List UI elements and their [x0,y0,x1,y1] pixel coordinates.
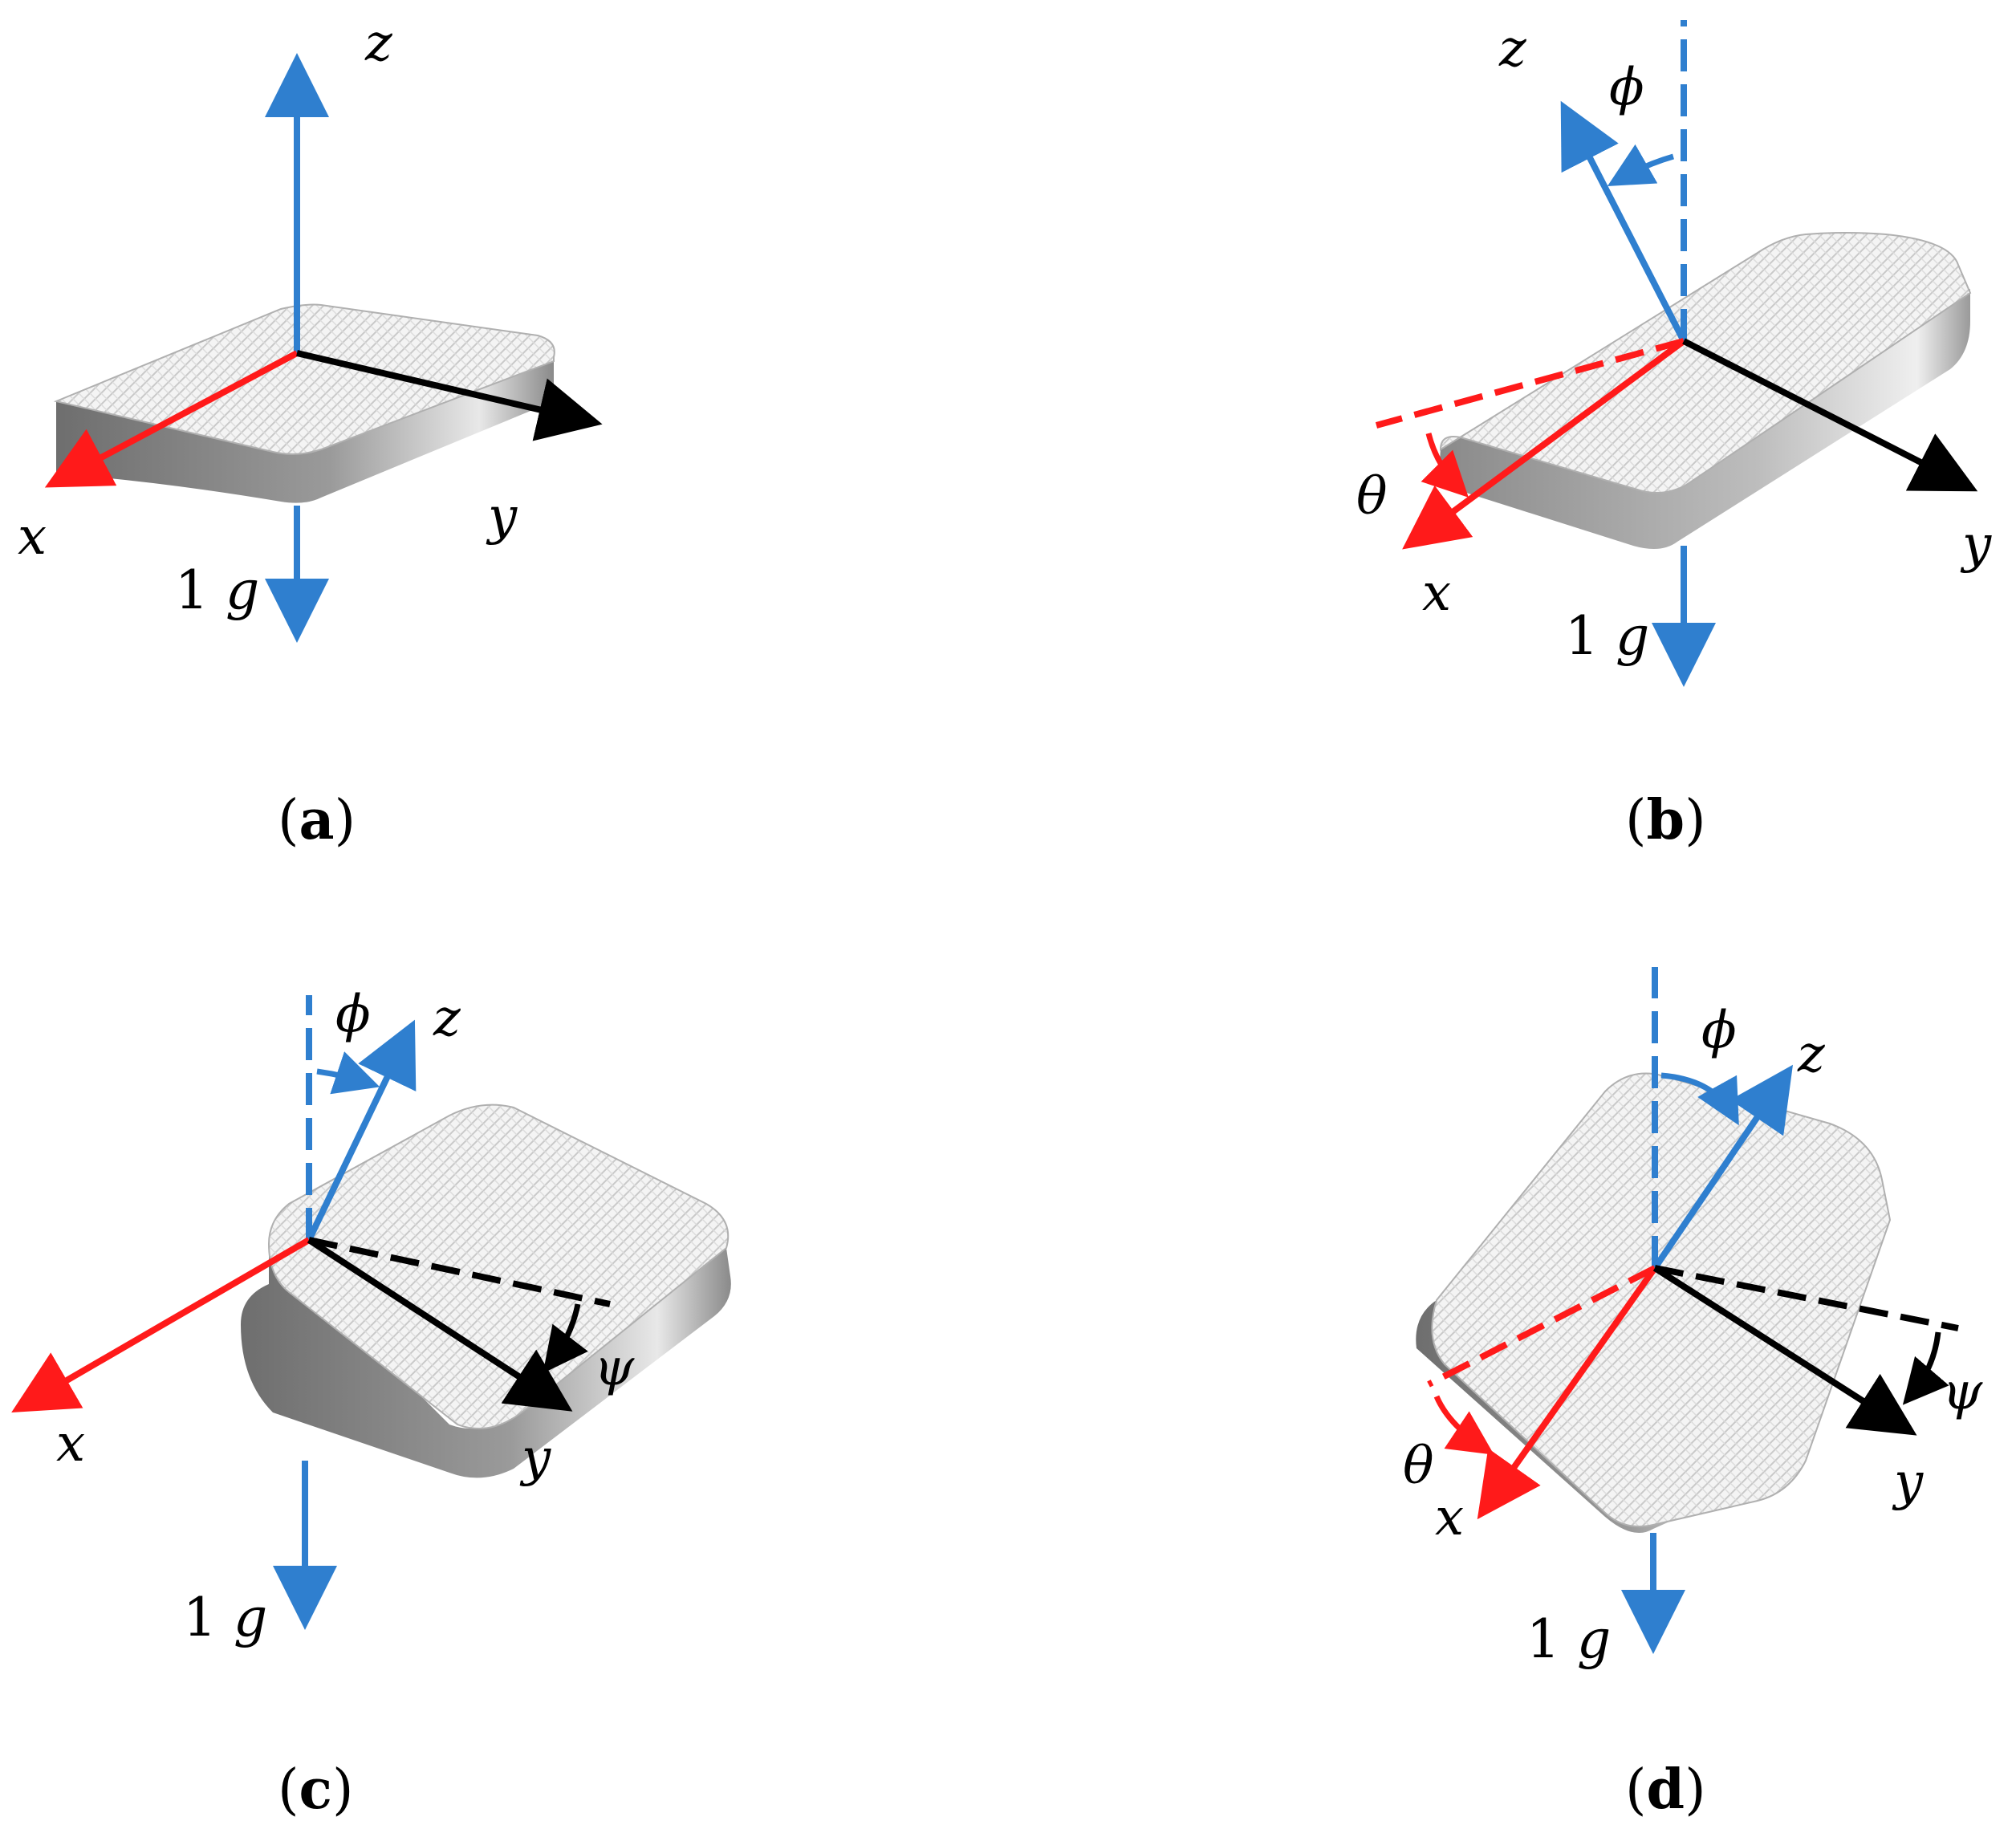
panel-caption-d: (d) [1625,1758,1706,1822]
x-reference-d [1427,1265,1656,1388]
panel-a: z x y 1 g (a) [18,14,603,852]
sensor-block-a [53,303,555,503]
panel-d: ϕ z θ x ψ y 1 g (d) [1403,967,1983,1822]
psi-label-d: ψ [1942,1362,1983,1421]
y-axis-arrow-a [296,350,603,441]
psi-label-c: ψ [594,1338,635,1397]
y-reference-c [308,1237,611,1307]
theta-arc-b [1421,433,1469,498]
phi-label-d: ϕ [1701,1001,1737,1060]
psi-arc-c [543,1303,588,1374]
z-axis-arrow-d [1652,1064,1793,1270]
gravity-label-c: 1 g [183,1587,267,1648]
x-axis-arrow-c [11,1237,311,1413]
x-label-d: x [1435,1488,1464,1547]
y-axis-arrow-d [1652,1265,1917,1436]
z-label-c: z [433,989,461,1048]
z-label-b: z [1498,19,1527,79]
gravity-label-d: 1 g [1526,1608,1611,1670]
x-label-a: x [18,507,47,567]
panel-caption-b: (b) [1625,788,1706,852]
phi-label-b: ϕ [1609,58,1644,117]
sensor-block-d [1416,1072,1892,1533]
gravity-label-b: 1 g [1565,605,1649,667]
y-axis-arrow-c [307,1237,573,1412]
phi-arc-d [1660,1072,1739,1126]
gravity-label-a: 1 g [175,559,259,621]
psi-arc-d [1902,1331,1949,1405]
y-label-b: y [1960,515,1992,575]
y-label-c: y [519,1429,551,1488]
sensor-block-c [241,1103,731,1478]
theta-label-d: θ [1403,1437,1434,1496]
x-label-c: x [56,1414,85,1473]
sensor-block-b [1439,232,1972,549]
theta-arc-d [1433,1395,1494,1455]
x-label-b: x [1422,563,1451,623]
y-axis-arrow-b [1682,338,1978,492]
x-axis-arrow-a [44,350,299,488]
y-reference-d [1654,1265,1959,1331]
z-label-d: z [1797,1025,1826,1084]
z-axis-arrow-c [306,1019,417,1242]
x-axis-arrow-b [1402,338,1686,550]
panel-b: z ϕ θ x y 1 g (b) [1356,19,1992,852]
z-label-a: z [364,14,393,73]
panel-caption-c: (c) [278,1758,353,1822]
theta-label-b: θ [1356,467,1388,526]
phi-arc-c [316,1051,380,1095]
x-axis-arrow-d [1477,1266,1658,1520]
panel-caption-a: (a) [278,788,356,852]
y-label-d: y [1892,1453,1924,1512]
phi-label-c: ϕ [335,985,371,1044]
y-label-a: y [486,487,518,547]
phi-arc-b [1607,144,1674,186]
x-reference-b [1375,338,1685,429]
panel-c: ϕ z x y ψ 1 g (c) [11,985,731,1822]
z-axis-arrow-b [1560,100,1687,343]
